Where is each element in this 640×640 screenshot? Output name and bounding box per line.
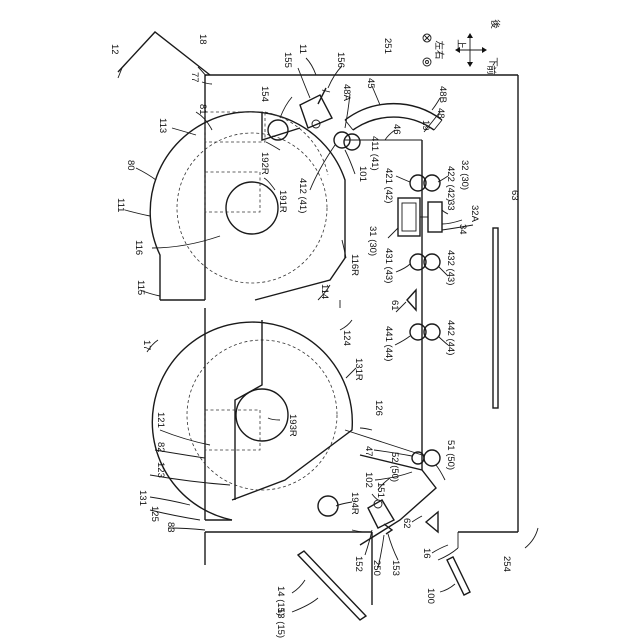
- lever-151: [368, 500, 394, 534]
- label-33: 33: [445, 200, 456, 211]
- bar-63: [493, 228, 498, 408]
- legend-left-right: 左右: [433, 40, 445, 59]
- label-131R: 131R: [353, 358, 364, 381]
- label-153: 153: [390, 560, 401, 576]
- label-131: 131: [137, 490, 148, 506]
- label-101: 101: [357, 166, 368, 182]
- legend-front: 前: [485, 65, 497, 75]
- label-114: 114: [319, 284, 330, 299]
- label-18: 18: [197, 34, 208, 45]
- label-254: 254: [501, 556, 512, 572]
- label-251: 251: [382, 38, 393, 54]
- label-125: 125: [149, 506, 160, 522]
- label-116R: 116R: [349, 254, 360, 276]
- label-100: 100: [425, 588, 436, 604]
- label-77: 77: [189, 72, 200, 83]
- label-123: 123: [155, 462, 166, 478]
- label-17: 17: [141, 340, 152, 351]
- sensor-61: [407, 290, 416, 310]
- label-432: 432 (43): [445, 250, 456, 285]
- label-412: 412 (41): [297, 178, 308, 213]
- label-61: 61: [389, 300, 400, 311]
- label-194R: 194R: [349, 492, 360, 515]
- label-191R: 191R: [277, 190, 288, 213]
- upper-roll-assembly: [150, 112, 345, 300]
- label-63: 63: [509, 190, 520, 201]
- label-48: 48: [435, 108, 446, 119]
- label-16: 16: [421, 548, 432, 559]
- label-51: 51 (50): [445, 440, 456, 470]
- label-19: 19: [420, 120, 431, 131]
- label-116: 116: [133, 240, 144, 255]
- label-154: 154: [259, 86, 270, 102]
- label-11: 11: [297, 44, 308, 54]
- lower-roll-assembly: [152, 320, 352, 520]
- label-52: 52 (50): [389, 452, 400, 482]
- label-113: 113: [157, 118, 168, 133]
- label-46: 46: [391, 124, 402, 135]
- tray-100: [447, 557, 470, 595]
- label-83: 83: [165, 522, 176, 533]
- label-422: 422 (42): [445, 166, 456, 201]
- label-124: 124: [341, 330, 352, 346]
- label-34: 34: [457, 224, 468, 235]
- label-48A: 48A: [341, 84, 352, 102]
- label-47: 47: [363, 446, 374, 457]
- label-45: 45: [365, 78, 376, 89]
- label-32A: 32A: [469, 205, 480, 223]
- label-193R: 193R: [287, 414, 298, 437]
- label-121: 121: [155, 412, 166, 428]
- print-head-30: [398, 198, 442, 236]
- legend-back: 後: [489, 19, 501, 29]
- housing-frame: [160, 75, 518, 605]
- label-81: 81: [197, 104, 208, 115]
- label-80: 80: [125, 160, 136, 171]
- label-431: 431 (43): [383, 248, 394, 283]
- label-192R: 192R: [259, 152, 270, 175]
- label-442: 442 (44): [445, 320, 456, 355]
- label-48B: 48B: [437, 86, 448, 103]
- label-62: 62: [401, 518, 412, 529]
- label-31: 31 (30): [367, 226, 378, 256]
- direction-legend: 左右 上 下 後 前: [423, 19, 501, 75]
- label-156: 156: [335, 52, 346, 68]
- label-102: 102: [363, 472, 374, 488]
- sensor-62: [426, 512, 438, 532]
- cutter-155: [300, 88, 332, 128]
- label-111: 111: [115, 198, 126, 212]
- label-82: 82: [155, 442, 166, 453]
- label-152: 152: [353, 556, 364, 572]
- label-13: 13 (15): [275, 608, 286, 638]
- label-441: 441 (44): [383, 326, 394, 361]
- legend-up: 上: [455, 39, 466, 49]
- label-126: 126: [373, 400, 384, 416]
- leader-lines: [125, 58, 538, 612]
- label-421: 421 (42): [383, 168, 394, 203]
- label-155: 155: [282, 52, 293, 68]
- label-250: 250: [371, 560, 382, 576]
- label-151: 151: [375, 482, 386, 498]
- label-12: 12: [109, 44, 120, 55]
- label-411: 411 (41): [369, 136, 380, 171]
- label-115: 115: [135, 280, 146, 295]
- label-32: 32 (30): [459, 160, 470, 190]
